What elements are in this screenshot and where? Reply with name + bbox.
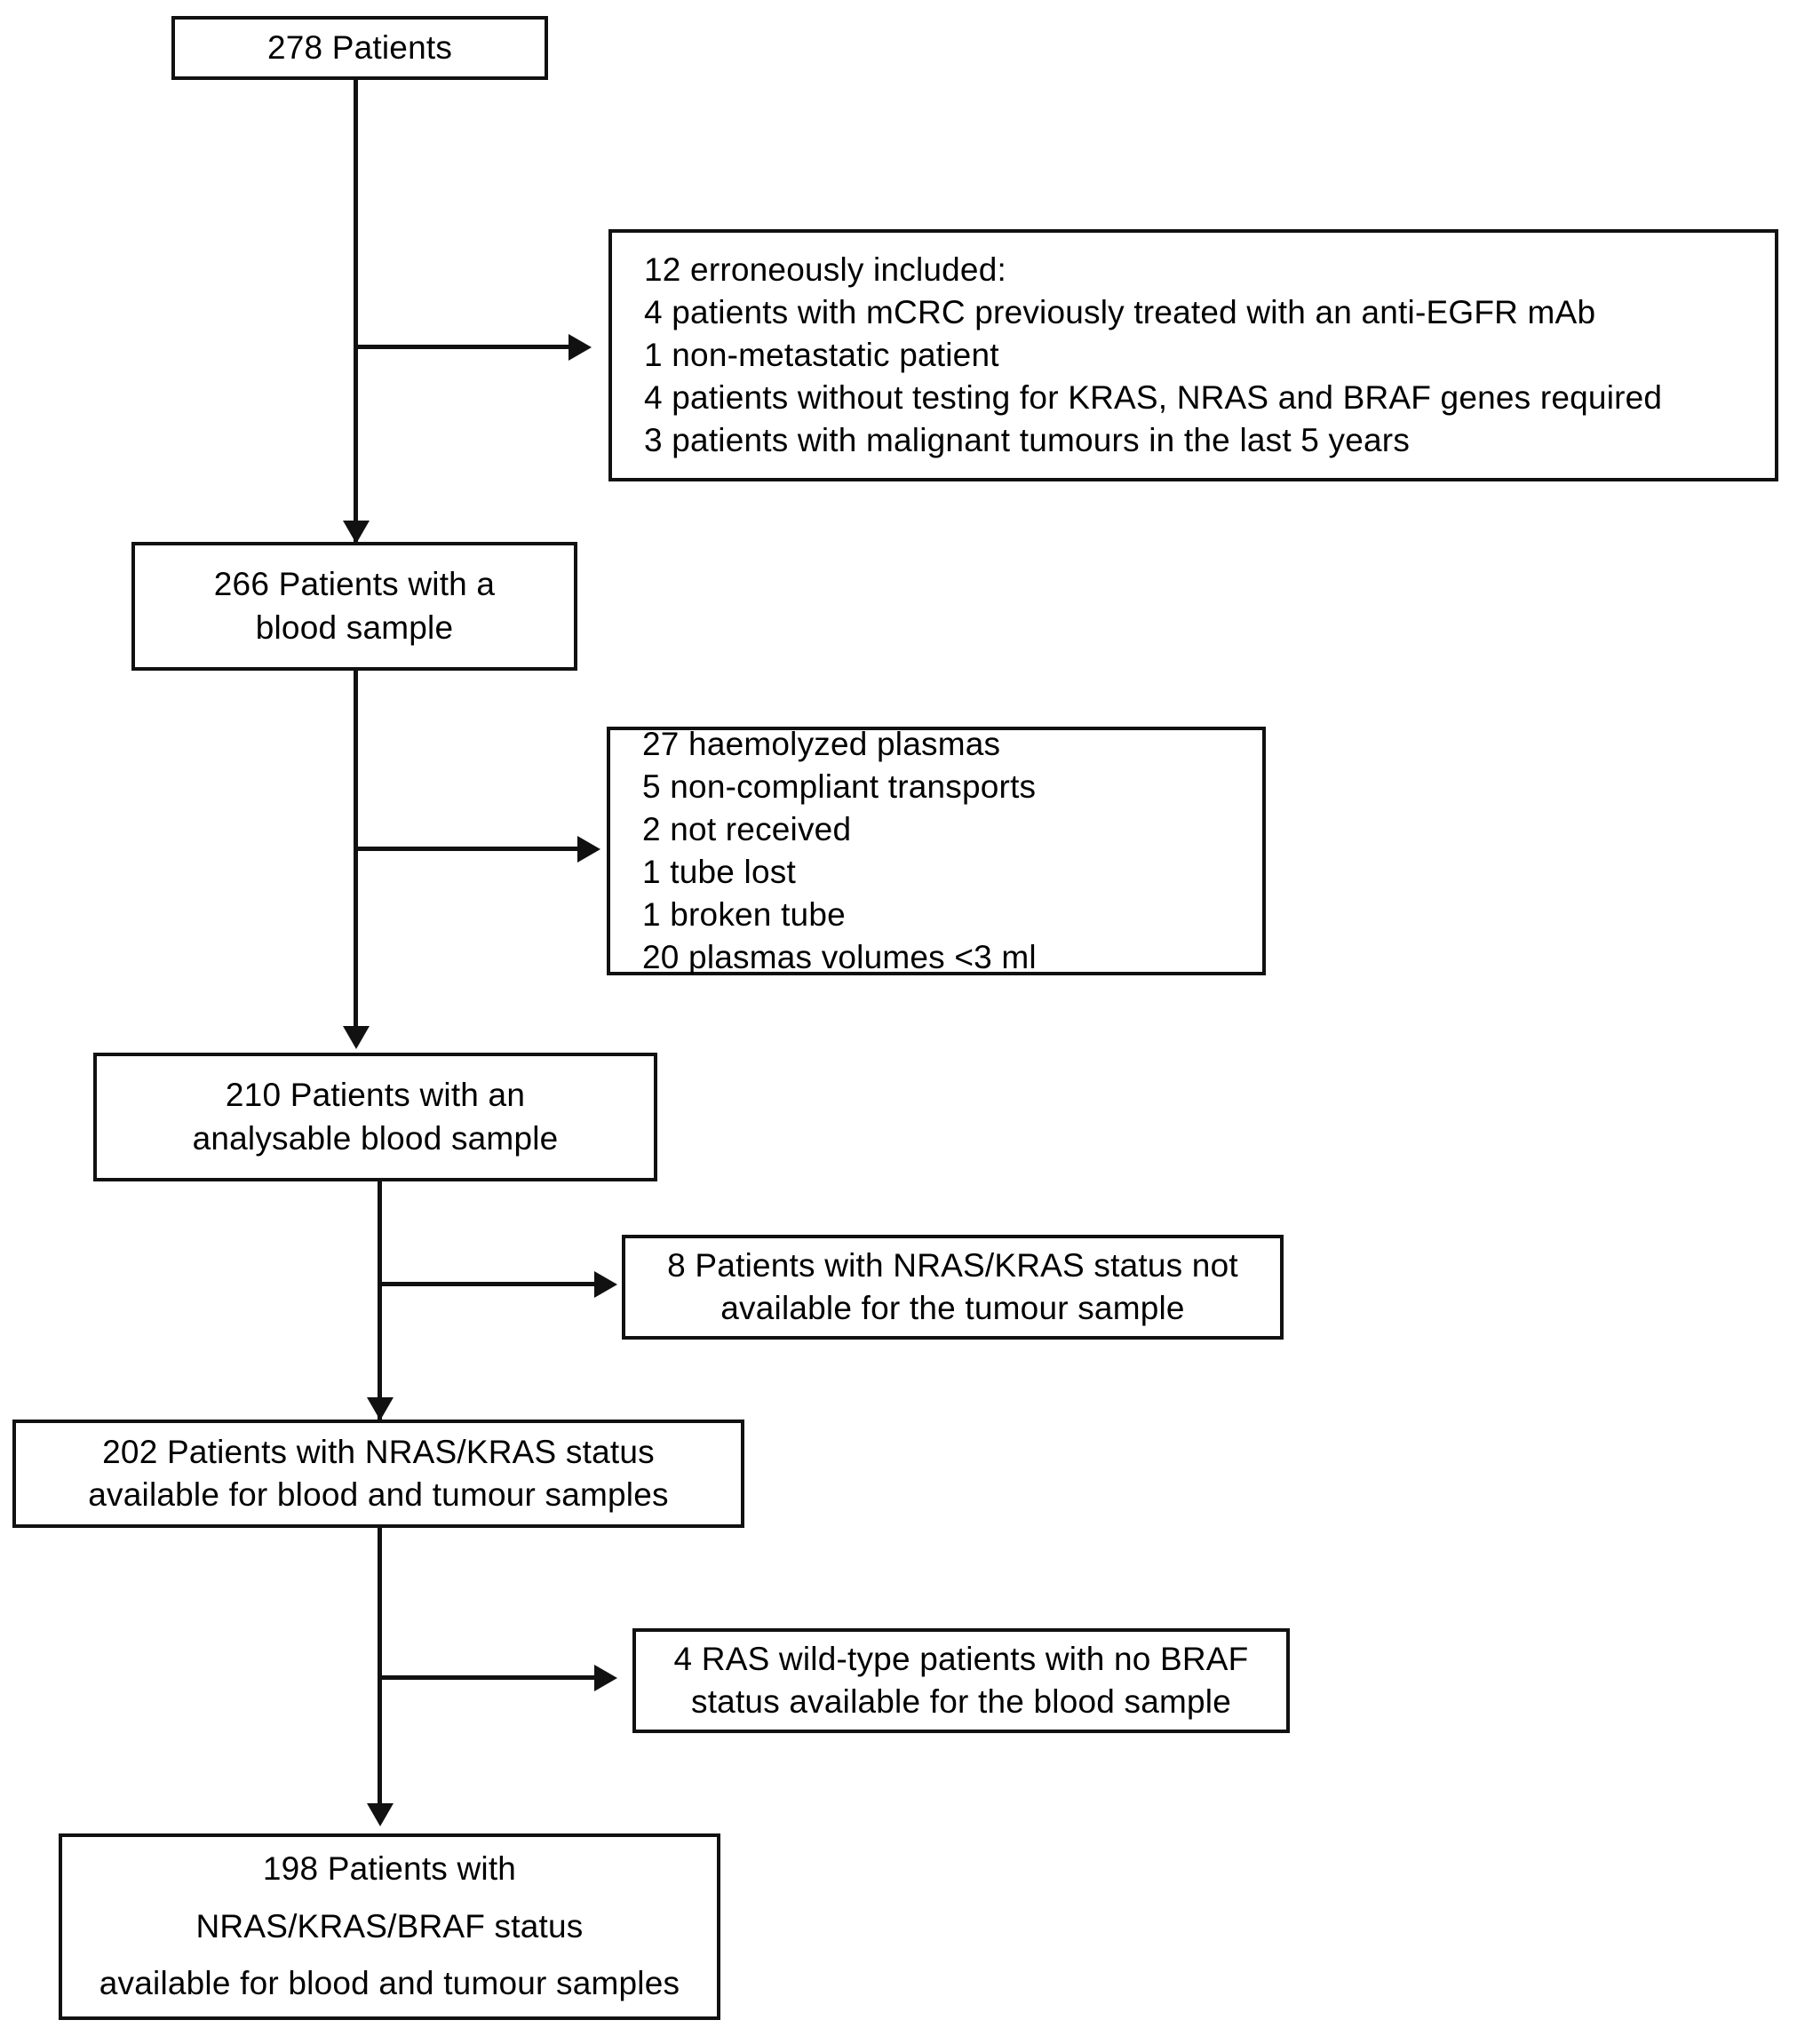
node-line: 4 patients with mCRC previously treated … <box>644 294 1596 331</box>
node-line: 4 RAS wild-type patients with no BRAF <box>673 1640 1249 1677</box>
node-excluded-no-braf-status: 4 RAS wild-type patients with no BRAF st… <box>632 1628 1290 1733</box>
node-line: available for the tumour sample <box>720 1290 1185 1326</box>
node-line: 4 patients without testing for KRAS, NRA… <box>644 379 1663 417</box>
node-line: 1 broken tube <box>642 896 846 934</box>
arrow-into-exclusion-4 <box>594 1665 617 1691</box>
node-line: 12 erroneously included: <box>644 251 1006 288</box>
node-line: available for blood and tumour samples <box>88 1476 669 1513</box>
node-patients-with-blood-sample: 266 Patients with a blood sample <box>131 542 577 671</box>
arrow-into-198 <box>367 1803 394 1826</box>
connector-trunk-4 <box>378 1528 382 1821</box>
node-line: 8 Patients with NRAS/KRAS status not <box>667 1246 1238 1284</box>
arrow-into-exclusion-2 <box>577 836 600 863</box>
node-patients-analysable-sample: 210 Patients with an analysable blood sa… <box>93 1053 657 1181</box>
node-line: NRAS/KRAS/BRAF status <box>195 1907 584 1945</box>
arrow-into-266 <box>343 521 370 544</box>
connector-branch-1 <box>354 345 574 349</box>
arrow-into-202 <box>367 1397 394 1420</box>
connector-branch-4 <box>378 1675 600 1680</box>
arrow-into-210 <box>343 1026 370 1049</box>
node-line: analysable blood sample <box>192 1119 559 1157</box>
node-line: 1 tube lost <box>642 854 796 890</box>
node-line: available for blood and tumour samples <box>99 1965 680 2002</box>
node-patients-final: 198 Patients with NRAS/KRAS/BRAF status … <box>59 1833 720 2020</box>
arrow-into-exclusion-3 <box>594 1271 617 1298</box>
node-line: 278 Patients <box>266 28 453 66</box>
node-line: status available for the blood sample <box>691 1683 1231 1720</box>
node-total-patients: 278 Patients <box>171 16 548 80</box>
node-line: 27 haemolyzed plasmas <box>642 725 1001 762</box>
connector-branch-3 <box>378 1282 600 1286</box>
connector-trunk-2 <box>354 671 358 1044</box>
node-line: 266 Patients with a <box>213 566 496 603</box>
node-patients-nraskras-status: 202 Patients with NRAS/KRAS status avail… <box>12 1420 744 1528</box>
node-excluded-erroneous: 12 erroneously included: 4 patients with… <box>608 229 1778 482</box>
node-line: 210 Patients with an <box>225 1077 526 1114</box>
node-line: 198 Patients with <box>262 1849 517 1887</box>
node-line: 3 patients with malignant tumours in the… <box>644 422 1411 459</box>
arrow-into-exclusion-1 <box>569 334 592 361</box>
node-line: 5 non-compliant transports <box>642 767 1037 805</box>
node-line: 1 non-metastatic patient <box>644 337 999 374</box>
node-excluded-no-tumour-status: 8 Patients with NRAS/KRAS status not ava… <box>622 1235 1284 1340</box>
node-line: 20 plasmas volumes <3 ml <box>642 939 1037 976</box>
connector-trunk-1 <box>354 80 358 542</box>
node-line: 202 Patients with NRAS/KRAS status <box>102 1433 655 1470</box>
node-excluded-sample-quality: 27 haemolyzed plasmas 5 non-compliant tr… <box>607 726 1266 975</box>
node-line: blood sample <box>255 608 454 646</box>
connector-branch-2 <box>354 847 583 851</box>
node-line: 2 not received <box>642 810 852 847</box>
connector-trunk-3 <box>378 1181 382 1421</box>
